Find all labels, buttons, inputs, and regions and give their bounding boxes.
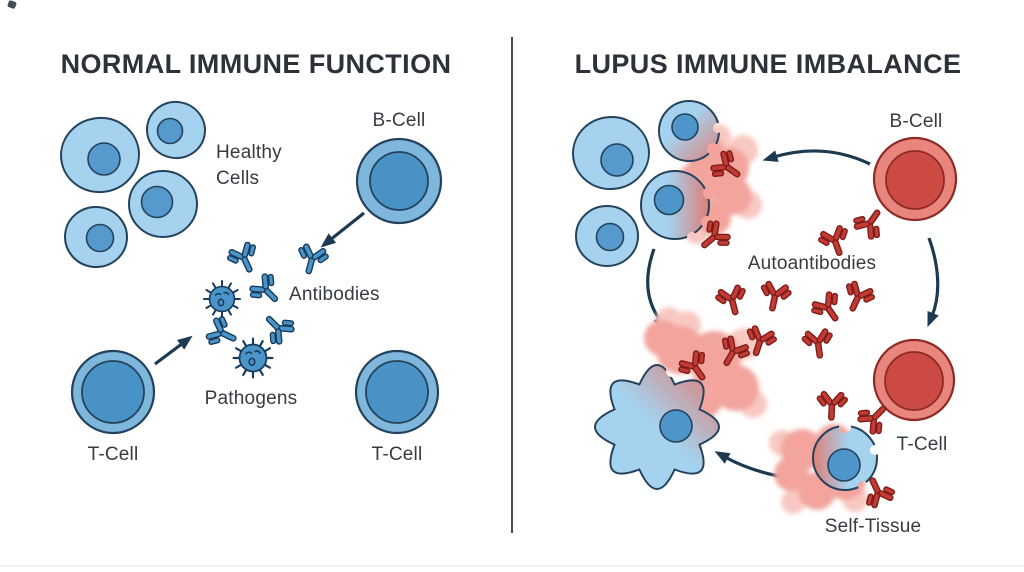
arrow-cells-to-tissue [646, 248, 668, 330]
label-healthy-cells: Healthy Cells [216, 142, 282, 189]
t-cell-left-blue [70, 349, 156, 435]
healthy-cells-cluster [60, 100, 206, 269]
arrow-bcell-to-cells [762, 149, 871, 166]
attacked-cells-cluster [572, 100, 720, 267]
arrow-bcell-to-antibodies [320, 211, 365, 248]
label-b-cell: B-Cell [372, 110, 426, 131]
arrow-bcell-to-tcell [927, 237, 940, 328]
label-antibodies: Antibodies [289, 284, 380, 305]
panel-divider [511, 37, 513, 533]
panel-title-normal: NORMAL IMMUNE FUNCTION [60, 49, 452, 80]
panel-lupus-imbalance: LUPUS IMMUNE IMBALANCE B-Cell Autoantibo… [512, 0, 1024, 572]
label-pathogens: Pathogens [204, 388, 298, 409]
panel-title-lupus: LUPUS IMMUNE IMBALANCE [574, 49, 962, 80]
b-cell-red [872, 136, 958, 222]
panel-normal-immune: NORMAL IMMUNE FUNCTION Healthy Cells B-C… [60, 49, 452, 465]
label-t-cell-red: T-Cell [896, 434, 948, 455]
label-b-cell-red: B-Cell [889, 111, 943, 132]
arrow-tcell-to-pathogens [154, 335, 193, 366]
t-cell-right-blue [354, 349, 440, 435]
label-t-cell-left: T-Cell [87, 444, 139, 465]
self-tissue-cell [812, 425, 878, 491]
bottom-edge-artifact [0, 565, 1024, 567]
normal-immune-diagram [60, 100, 443, 435]
label-t-cell-right: T-Cell [371, 444, 423, 465]
lupus-imbalance-diagram [572, 100, 958, 514]
t-cell-red [872, 338, 956, 422]
label-autoantibodies: Autoantibodies [747, 253, 877, 274]
damaged-tissue [594, 364, 720, 490]
label-self-tissue: Self-Tissue [824, 516, 922, 537]
b-cell-blue [355, 137, 443, 225]
